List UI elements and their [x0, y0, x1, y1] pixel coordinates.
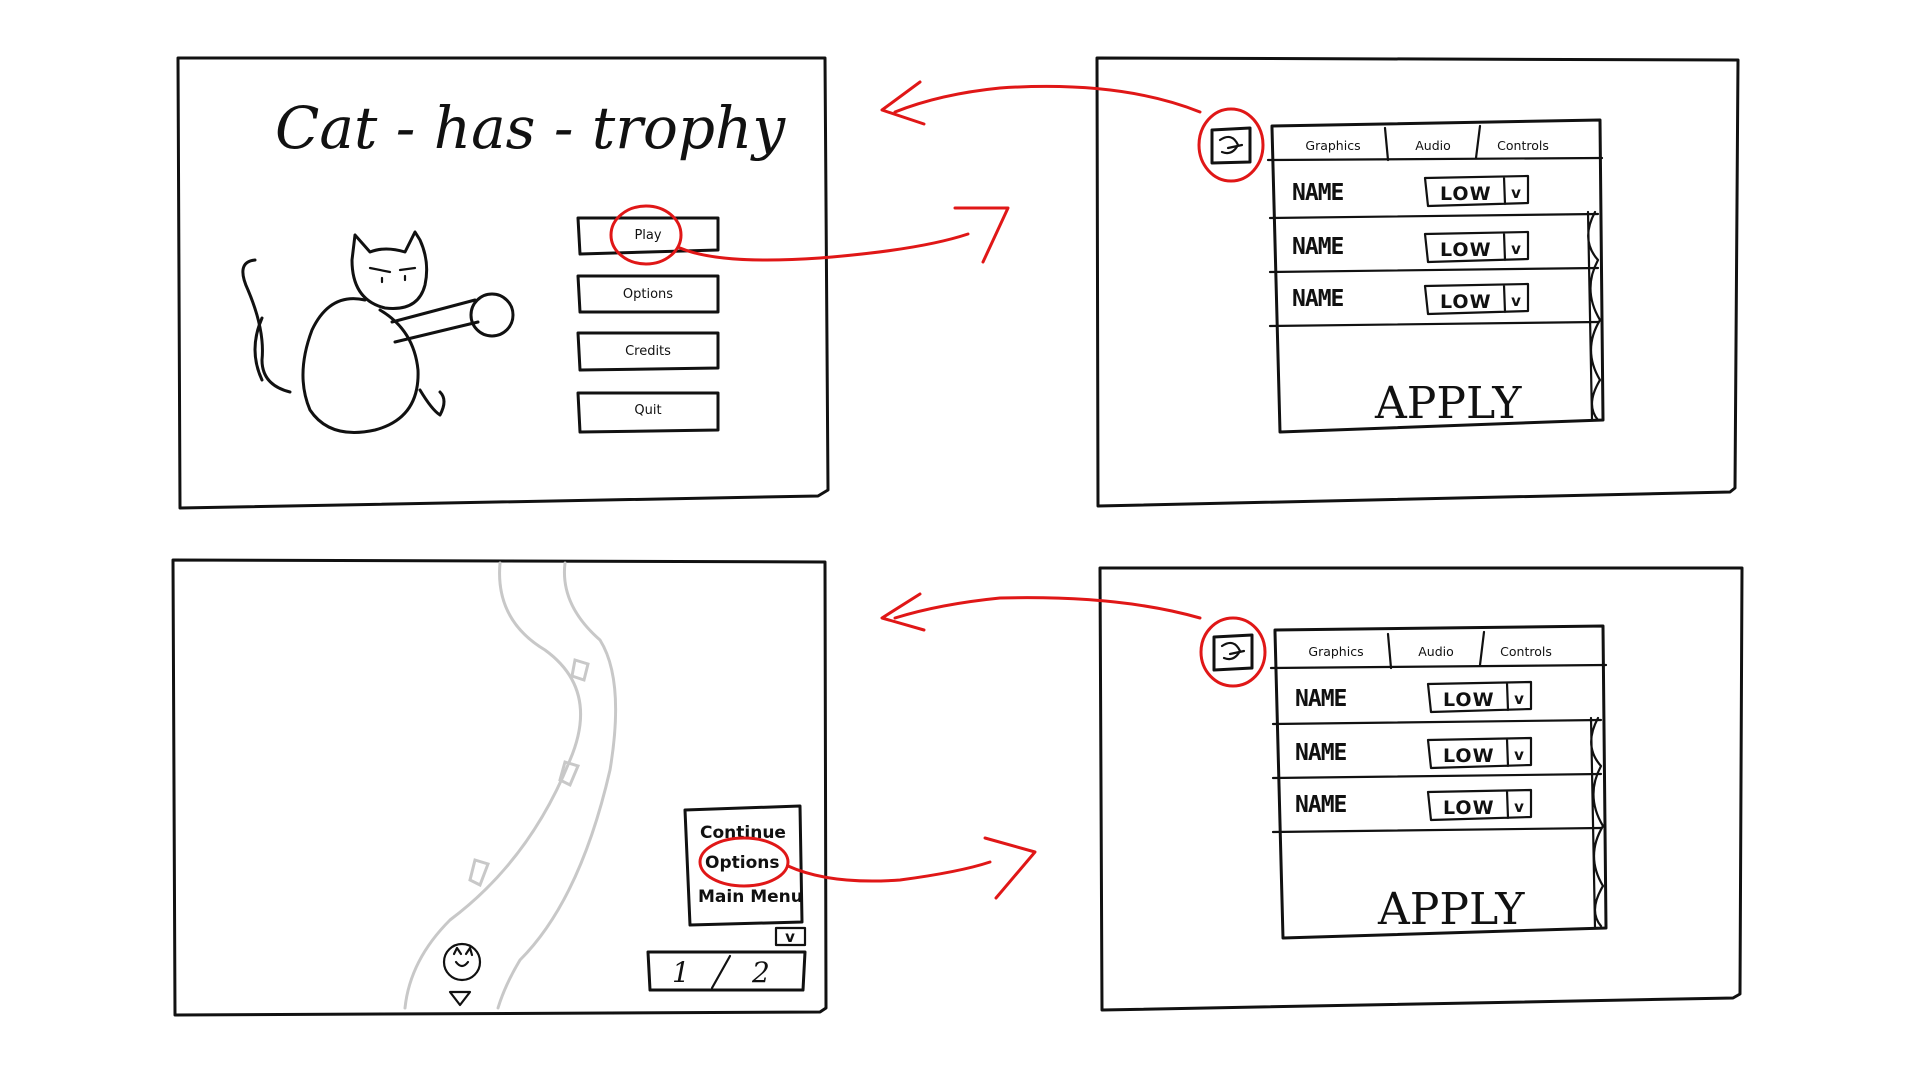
- svg-text:Credits: Credits: [625, 344, 671, 359]
- chevron-down-icon: v: [1511, 184, 1521, 202]
- back-icon[interactable]: [1212, 633, 1254, 672]
- play-highlight: [609, 204, 683, 266]
- back-icon[interactable]: [1210, 126, 1252, 165]
- setting-dropdown[interactable]: LOW v: [1423, 282, 1530, 316]
- setting-dropdown[interactable]: LOW v: [1426, 680, 1533, 714]
- setting-dropdown[interactable]: LOW v: [1426, 736, 1533, 770]
- pause-to-options-arrow: [786, 860, 992, 883]
- tab-controls[interactable]: Controls: [1497, 138, 1549, 153]
- options-frame-bottom: [1098, 566, 1744, 1012]
- apply-button[interactable]: APPLY: [1374, 378, 1522, 429]
- options-window-top: [1270, 118, 1605, 434]
- game-title: Cat - has - trophy: [275, 94, 786, 162]
- svg-text:LOW: LOW: [1440, 183, 1492, 205]
- page-current: 1: [672, 956, 690, 989]
- setting-row: NAME LOW v: [1292, 282, 1530, 316]
- quit-button[interactable]: Quit: [576, 391, 720, 434]
- setting-name: NAME: [1292, 286, 1344, 312]
- chevron-down-icon: v: [1511, 292, 1521, 310]
- cat-face-icon: [442, 942, 482, 1007]
- tab-audio[interactable]: Audio: [1415, 138, 1451, 153]
- setting-name: NAME: [1295, 686, 1347, 712]
- apply-button[interactable]: APPLY: [1377, 884, 1525, 935]
- setting-name: NAME: [1292, 180, 1344, 206]
- svg-text:LOW: LOW: [1440, 291, 1492, 313]
- setting-name: NAME: [1295, 740, 1347, 766]
- credits-button[interactable]: Credits: [576, 331, 720, 372]
- chevron-down-icon: v: [785, 928, 795, 946]
- setting-name: NAME: [1295, 792, 1347, 818]
- page-total: 2: [751, 956, 770, 989]
- svg-text:LOW: LOW: [1443, 745, 1495, 767]
- flow-annotations: [609, 80, 1267, 900]
- setting-name: NAME: [1292, 234, 1344, 260]
- options-panel-bottom: Graphics Audio Controls NAME LOW v NAME …: [1098, 566, 1744, 1012]
- svg-text:LOW: LOW: [1443, 689, 1495, 711]
- gameplay-frame: [171, 558, 828, 1017]
- page-indicator: 1 2: [646, 950, 807, 992]
- svg-text:LOW: LOW: [1440, 239, 1492, 261]
- setting-row: NAME LOW v: [1292, 230, 1530, 264]
- tab-graphics[interactable]: Graphics: [1305, 138, 1360, 153]
- tab-controls[interactable]: Controls: [1500, 644, 1552, 659]
- main-menu-frame: [176, 56, 830, 510]
- setting-dropdown[interactable]: LOW v: [1423, 230, 1530, 264]
- back-to-gameplay-arrow: [893, 596, 1202, 620]
- options-menu-item[interactable]: Options: [705, 853, 779, 873]
- setting-row: NAME LOW v: [1295, 788, 1533, 822]
- gameplay-panel: Continue Options Main Menu v 1 2: [171, 558, 828, 1017]
- tab-audio[interactable]: Audio: [1418, 644, 1454, 659]
- play-to-options-arrow: [678, 232, 970, 262]
- options-highlight: [698, 836, 790, 888]
- options-button[interactable]: Options: [576, 274, 720, 314]
- setting-row: NAME LOW v: [1295, 680, 1533, 714]
- tab-graphics[interactable]: Graphics: [1308, 644, 1363, 659]
- setting-row: NAME LOW v: [1292, 174, 1530, 208]
- svg-text:LOW: LOW: [1443, 797, 1495, 819]
- scrollbar[interactable]: [1586, 210, 1602, 422]
- options-panel-top: Graphics Audio Controls NAME LOW v NAME …: [1095, 56, 1740, 508]
- svg-text:Options: Options: [623, 287, 673, 302]
- back-highlight-bottom: [1199, 616, 1267, 688]
- chevron-down-icon: v: [1514, 798, 1524, 816]
- scrollbar[interactable]: [1589, 716, 1605, 930]
- options-window-bottom: [1273, 624, 1608, 940]
- svg-text:Quit: Quit: [634, 403, 661, 418]
- chevron-down-icon: v: [1514, 690, 1524, 708]
- options-frame-top: [1095, 56, 1740, 508]
- pause-menu: Continue Options Main Menu: [683, 804, 804, 927]
- setting-row: NAME LOW v: [1295, 736, 1533, 770]
- back-highlight-top: [1197, 107, 1265, 183]
- road: [403, 561, 618, 1010]
- setting-dropdown[interactable]: LOW v: [1423, 174, 1530, 208]
- play-button[interactable]: Play: [576, 216, 720, 256]
- svg-text:Play: Play: [634, 228, 661, 243]
- chevron-down-icon: v: [1514, 746, 1524, 764]
- back-to-main-arrow: [893, 84, 1202, 114]
- cat-illustration: [241, 230, 515, 434]
- setting-dropdown[interactable]: LOW v: [1426, 788, 1533, 822]
- continue-button[interactable]: Continue: [700, 823, 786, 843]
- main-menu-panel: Cat - has - trophy Play Options Credits: [176, 56, 830, 510]
- chevron-down-icon: v: [1511, 240, 1521, 258]
- pause-dropdown[interactable]: v: [774, 926, 807, 947]
- main-menu-item[interactable]: Main Menu: [698, 887, 803, 907]
